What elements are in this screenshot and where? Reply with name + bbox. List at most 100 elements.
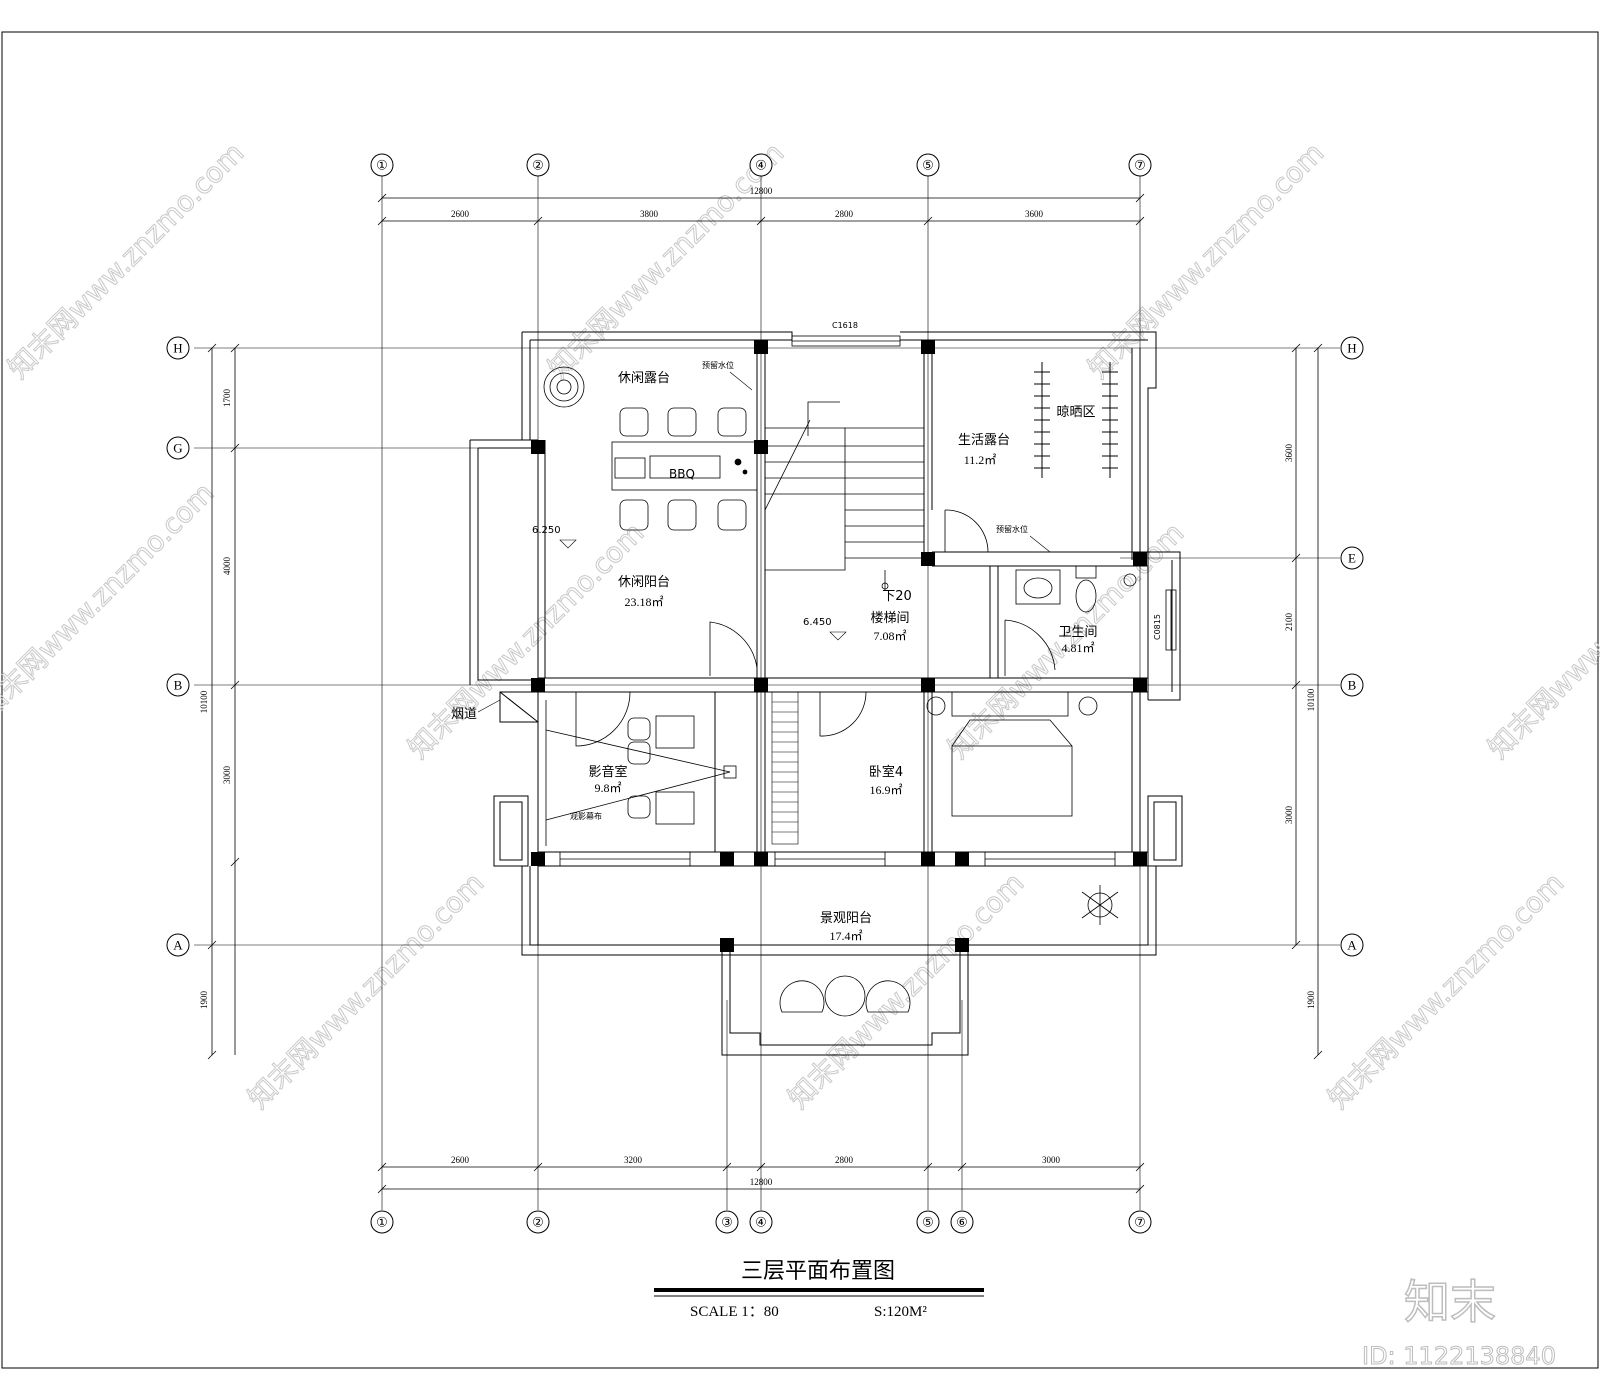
left-axis-bubbles: H G B A xyxy=(166,336,190,957)
drying-rack-icon xyxy=(1034,362,1118,478)
windows xyxy=(559,335,1177,867)
dim-right-seg-1: 3600 xyxy=(1284,444,1294,463)
area-stairwell: 7.08㎡ xyxy=(873,629,906,643)
room-bathroom: 卫生间 xyxy=(1058,625,1097,640)
bottom-axis-bubbles: ① ② ③ ④ ⑤ ⑥ ⑦ xyxy=(370,1210,1152,1234)
area-leisure-balcony: 23.18㎡ xyxy=(624,595,663,609)
watermark-7: 知末网www.znzmo.com xyxy=(1482,516,1600,765)
room-landscape-balcony: 景观阳台 xyxy=(820,911,872,926)
dim-bottom-total: 12800 xyxy=(750,1177,773,1187)
dim-left-seg-4: 1900 xyxy=(199,991,209,1010)
room-stairwell: 楼梯间 xyxy=(870,611,909,626)
window-c0815: C0815 xyxy=(1153,614,1162,640)
watermark-1: 知末网www.znzmo.com xyxy=(2,136,251,385)
bbq-counter xyxy=(611,441,758,491)
stairs-down-label: 下20 xyxy=(882,589,912,604)
left-dimensions xyxy=(207,343,240,1060)
theater-furniture xyxy=(545,700,737,846)
axis-bottom-1: ① xyxy=(376,1215,388,1230)
axis-left-B: B xyxy=(174,678,183,693)
area-living-terrace: 11.2㎡ xyxy=(964,453,997,467)
watermark-5: 知末网www.znzmo.com xyxy=(402,516,651,765)
plant-icon-2 xyxy=(1081,885,1119,925)
dim-right-seg-3: 3000 xyxy=(1284,806,1294,825)
dim-top-seg-4: 3600 xyxy=(1025,209,1044,219)
room-living-terrace: 生活露台 xyxy=(958,433,1010,448)
area-landscape-balcony: 17.4㎡ xyxy=(829,929,862,943)
right-axis-bubbles: H E B A xyxy=(1340,336,1364,957)
area-bathroom: 4.81㎡ xyxy=(1061,641,1094,655)
axis-right-A: A xyxy=(1347,938,1357,953)
dim-bottom-seg-2: 3200 xyxy=(624,1155,643,1165)
room-theater: 影音室 xyxy=(588,764,627,780)
axis-right-H: H xyxy=(1347,341,1356,356)
axis-left-A: A xyxy=(173,938,183,953)
stairs xyxy=(764,401,924,590)
dim-left-total: 10100 xyxy=(199,690,209,713)
area-bedroom-4: 16.9㎡ xyxy=(869,783,902,797)
dim-top-seg-3: 2800 xyxy=(835,209,854,219)
axis-top-3: ④ xyxy=(755,158,767,173)
bbq-label: BBQ xyxy=(669,467,695,481)
dim-left-seg-2: 4000 xyxy=(222,557,232,576)
axis-bottom-2: ② xyxy=(532,1215,544,1230)
window-c1618: C1618 xyxy=(832,321,858,330)
dim-bottom-seg-3: 2800 xyxy=(835,1155,854,1165)
chimney-label: 烟道 xyxy=(451,707,477,722)
area-theater: 9.8㎡ xyxy=(594,781,621,795)
screen-label: 观影幕布 xyxy=(570,811,602,821)
level-6450: 6.450 xyxy=(803,617,832,628)
watermark-8: 知末网www.znzmo.com xyxy=(242,866,491,1115)
water-reserve-label-1: 预留水位 xyxy=(702,360,734,370)
drawing-id: ID: 1122138840 xyxy=(1362,1342,1556,1370)
bathroom-fixtures xyxy=(1015,565,1137,613)
axis-bottom-5: ⑤ xyxy=(922,1215,934,1230)
dim-right-total: 10100 xyxy=(1306,688,1316,711)
walls xyxy=(469,331,1183,1056)
room-drying-area: 晾晒区 xyxy=(1056,404,1095,420)
watermark-2: 知末网www.znzmo.com xyxy=(542,136,791,385)
top-dimensions xyxy=(377,193,1145,226)
balcony-table xyxy=(779,975,911,1017)
top-axis-bubbles: ① ② ④ ⑤ ⑦ xyxy=(370,153,1152,177)
axis-left-G: G xyxy=(173,441,182,456)
axis-right-E: E xyxy=(1348,551,1356,566)
dim-left-seg-1: 1700 xyxy=(222,389,232,408)
drawing-total-area: S:120M² xyxy=(874,1304,927,1320)
axis-top-1: ① xyxy=(376,158,388,173)
doors xyxy=(575,509,1056,747)
bed-icon xyxy=(926,691,1098,817)
bottom-dimensions xyxy=(377,1162,1145,1194)
axis-bottom-4: ④ xyxy=(755,1215,767,1230)
drawing-scale: SCALE 1：80 xyxy=(690,1304,779,1320)
dim-top-total: 12800 xyxy=(750,186,773,196)
drawing-title: 三层平面布置图 xyxy=(741,1259,895,1284)
wardrobe xyxy=(771,691,799,845)
level-6250: 6.250 xyxy=(532,525,561,536)
dim-right-seg-2: 2100 xyxy=(1284,613,1294,632)
title-underline-thick xyxy=(654,1288,984,1292)
watermark-3: 知末网www.znzmo.com xyxy=(1082,136,1331,385)
axis-top-2: ② xyxy=(532,158,544,173)
dim-bottom-seg-1: 2600 xyxy=(451,1155,470,1165)
room-leisure-balcony: 休闲阳台 xyxy=(618,575,670,590)
axis-top-4: ⑤ xyxy=(922,158,934,173)
dim-top-seg-1: 2600 xyxy=(451,209,470,219)
chairs xyxy=(619,407,747,531)
dim-bottom-seg-4: 3000 xyxy=(1042,1155,1061,1165)
axis-bottom-7: ⑦ xyxy=(1134,1215,1146,1230)
znzmo-logo: 知末 xyxy=(1404,1275,1496,1329)
watermark-10: 知末网www.znzmo.com xyxy=(1322,866,1571,1115)
axis-left-H: H xyxy=(173,341,182,356)
drawing-frame xyxy=(1,31,1599,1369)
axis-right-B: B xyxy=(1348,678,1357,693)
plant-icon xyxy=(543,366,585,408)
columns xyxy=(531,340,1147,952)
axis-top-5: ⑦ xyxy=(1134,158,1146,173)
right-dimensions xyxy=(1291,343,1323,1060)
axis-bottom-3: ③ xyxy=(721,1215,733,1230)
water-reserve-label-2: 预留水位 xyxy=(996,524,1028,534)
axis-bottom-6: ⑥ xyxy=(956,1215,968,1230)
room-bedroom-4: 卧室4 xyxy=(869,764,903,780)
